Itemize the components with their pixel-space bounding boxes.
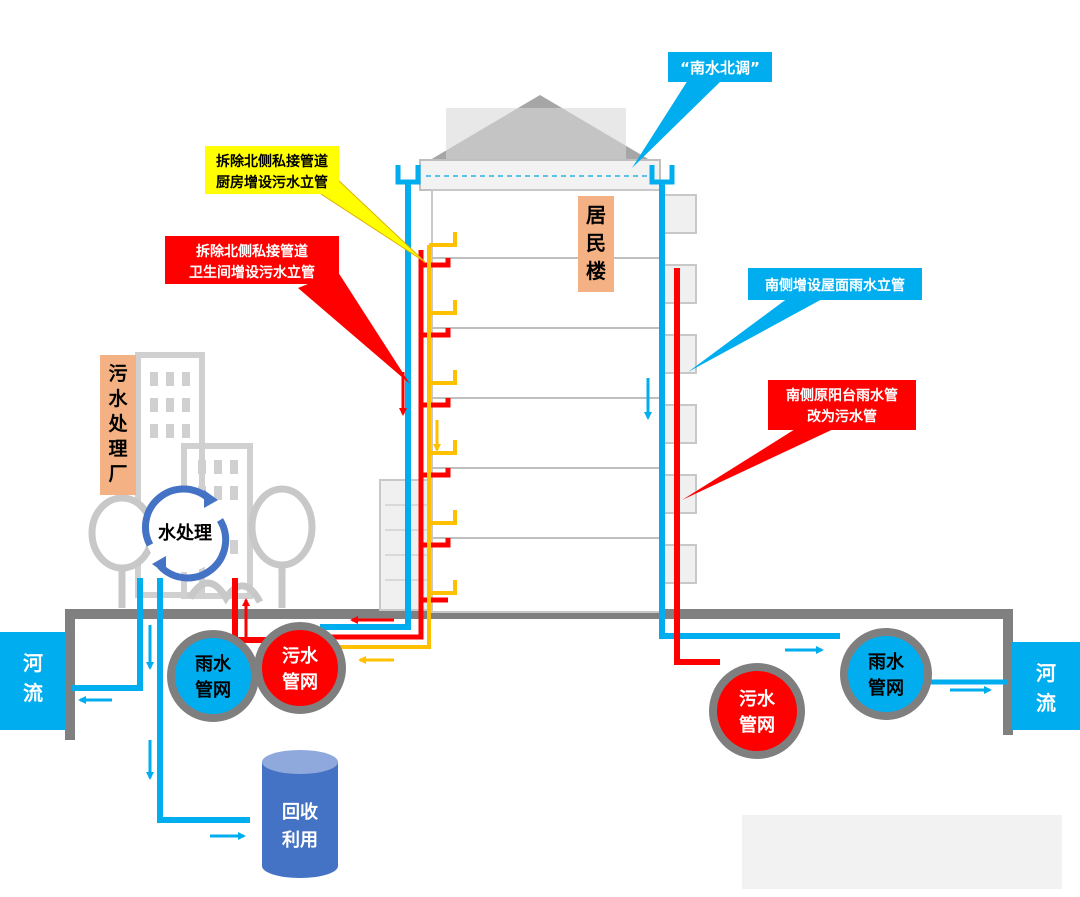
river-left bbox=[0, 632, 66, 730]
blank-panel bbox=[742, 815, 1062, 889]
flow-arrows bbox=[78, 372, 992, 840]
rain-network-right bbox=[840, 628, 932, 720]
river-right bbox=[1012, 642, 1080, 730]
south-north-label-box bbox=[668, 52, 772, 82]
roof-gutter-left bbox=[395, 165, 421, 185]
rain-network-right-line1: 雨水 bbox=[868, 651, 905, 673]
north-kitchen-sewage-pipe bbox=[330, 232, 457, 649]
south-rain-pipe bbox=[659, 182, 840, 639]
pointer-south-balcony bbox=[682, 426, 840, 500]
sewage-network-left-line2: 管网 bbox=[282, 671, 318, 693]
toilet-callout-line1: 拆除北侧私接管道 bbox=[196, 243, 308, 260]
building-label-1: 民 bbox=[586, 231, 606, 255]
rain-network-right-line2: 管网 bbox=[868, 677, 904, 699]
toilet-callout-box bbox=[165, 236, 339, 284]
south-balcony-callout-line1: 南侧原阳台雨水管 bbox=[786, 387, 898, 404]
sewage-network-left-line1: 污水 bbox=[282, 645, 319, 667]
plant-label-4: 厂 bbox=[108, 463, 127, 485]
south-balcony-callout-line2: 改为污水管 bbox=[807, 408, 877, 425]
river-right-label-0: 河 bbox=[1036, 661, 1056, 685]
rain-network-left-line2: 管网 bbox=[195, 679, 231, 701]
south-north-label: “南水北调” bbox=[680, 59, 760, 77]
rain-network-left bbox=[167, 630, 259, 722]
city-windows bbox=[150, 372, 238, 554]
ground-line bbox=[65, 609, 1013, 740]
sewage-network-right bbox=[709, 663, 805, 759]
river-left-label-0: 河 bbox=[23, 651, 43, 675]
water-treatment-label: 水处理 bbox=[158, 522, 212, 544]
rain-network-left-line1: 雨水 bbox=[195, 653, 232, 675]
pointer-toilet bbox=[298, 272, 410, 384]
plant-blue-pipe-b bbox=[157, 578, 250, 823]
sewage-network-right-line2: 管网 bbox=[739, 714, 775, 736]
building-label-2: 楼 bbox=[586, 259, 606, 283]
north-rain-pipe bbox=[320, 182, 411, 630]
trees bbox=[88, 485, 316, 608]
kitchen-callout-line1: 拆除北侧私接管道 bbox=[216, 153, 328, 170]
building-label-0: 居 bbox=[586, 203, 606, 227]
sewage-network-left bbox=[254, 622, 346, 714]
sewage-network-right-line1: 污水 bbox=[739, 688, 776, 710]
toilet-callout-line2: 卫生间增设污水立管 bbox=[189, 264, 315, 281]
river-right-label-1: 流 bbox=[1036, 691, 1056, 715]
south-sewage-pipe bbox=[674, 268, 720, 665]
south-roof-callout-box bbox=[748, 268, 922, 300]
south-roof-callout: 南侧增设屋面雨水立管 bbox=[765, 277, 905, 294]
plant-blue-pipe-a bbox=[72, 578, 143, 691]
plant-label-2: 处 bbox=[107, 412, 128, 435]
south-balcony-callout-box bbox=[768, 380, 916, 430]
kitchen-callout-line2: 厨房增设污水立管 bbox=[216, 174, 328, 191]
residential-building bbox=[379, 95, 697, 613]
building-label-box bbox=[578, 196, 614, 292]
plant-label-0: 污 bbox=[108, 363, 127, 385]
river-left-label-1: 流 bbox=[23, 681, 43, 705]
water-treatment-cycle-icon bbox=[142, 485, 230, 582]
plant-label-box bbox=[100, 355, 136, 495]
recycle-label-line2: 利用 bbox=[282, 829, 318, 851]
kitchen-callout-box bbox=[205, 146, 339, 194]
plant-label-1: 水 bbox=[108, 388, 128, 410]
pointer-south-north bbox=[632, 80, 722, 168]
pointer-south-roof bbox=[688, 298, 824, 372]
recycle-label-line1: 回收 bbox=[282, 801, 318, 823]
recycle-tank bbox=[262, 750, 338, 878]
plant-label-3: 理 bbox=[108, 438, 127, 460]
